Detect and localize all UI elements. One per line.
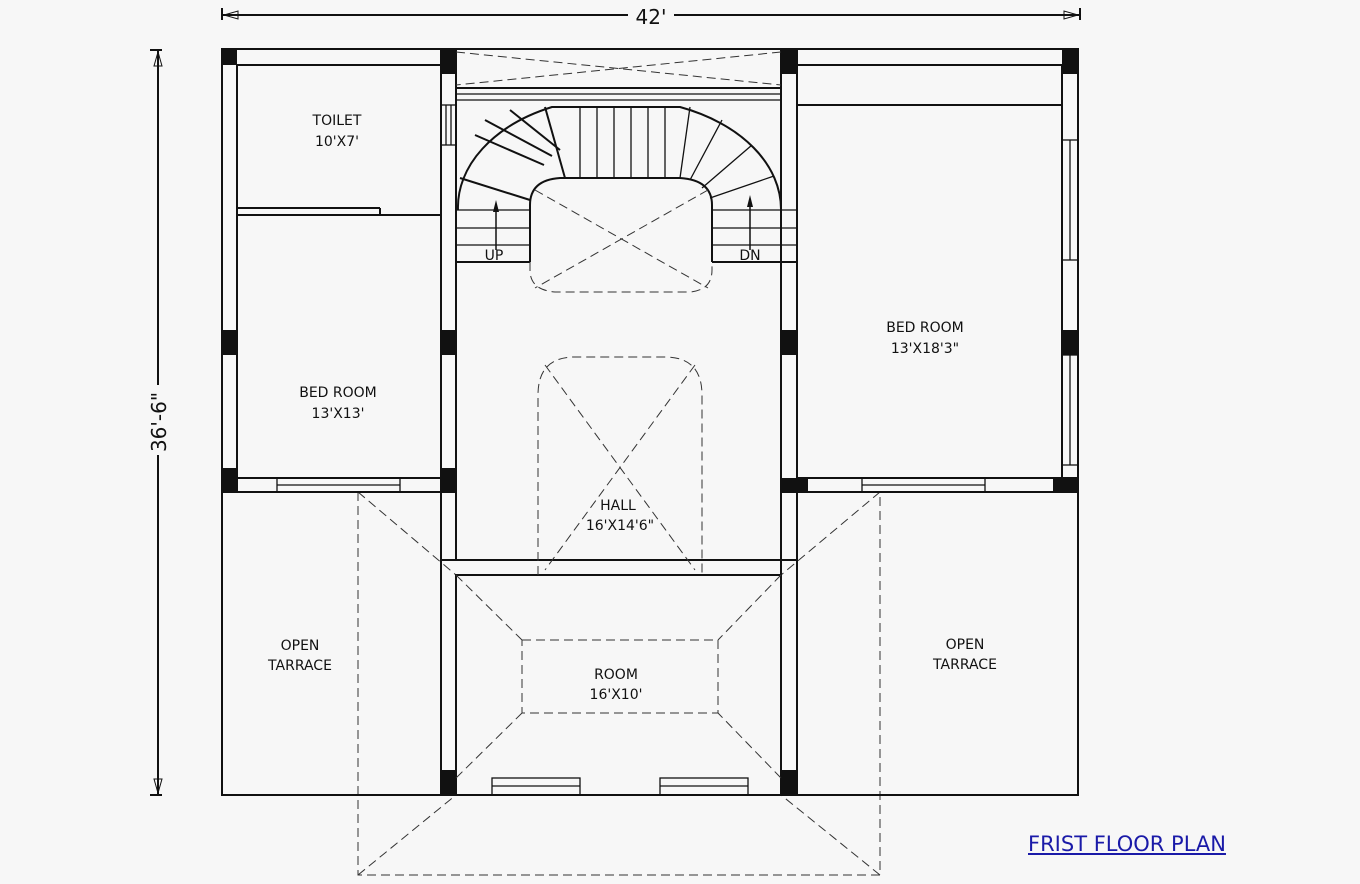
room-name: ROOM: [594, 667, 638, 683]
hall-size: 16'X14'6": [586, 518, 654, 534]
width-label: 42': [636, 5, 667, 29]
bed-right-name: BED ROOM: [886, 320, 964, 336]
stair-top-void: [455, 51, 782, 86]
terrace-right-line1: OPEN: [946, 637, 985, 653]
hall-void: [537, 356, 703, 575]
toilet-size: 10'X7': [315, 134, 359, 150]
walls: [221, 48, 1079, 796]
pillars: [222, 49, 1078, 795]
width-dimension: 42': [221, 2, 1081, 29]
bed-right-size: 13'X18'3": [891, 341, 959, 357]
bed-left-size: 13'X13': [312, 406, 365, 422]
terrace-left-line2: TARRACE: [267, 658, 332, 674]
height-label: 36'-6": [147, 392, 171, 452]
balcony-projection: [357, 491, 881, 876]
room-ceiling: [455, 574, 782, 779]
plan-title: FRIST FLOOR PLAN: [1028, 832, 1226, 856]
height-dimension: 36'-6": [145, 49, 171, 796]
hall-name: HALL: [600, 498, 636, 514]
terrace-left-line1: OPEN: [281, 638, 320, 654]
room-size: 16'X10': [590, 687, 643, 703]
stair-up-label: UP: [485, 248, 504, 264]
stair-down-label: DN: [739, 248, 760, 264]
bed-left-name: BED ROOM: [299, 385, 377, 401]
toilet-name: TOILET: [312, 113, 362, 129]
terrace-right-line2: TARRACE: [932, 657, 997, 673]
staircase: UP DN: [456, 106, 797, 293]
